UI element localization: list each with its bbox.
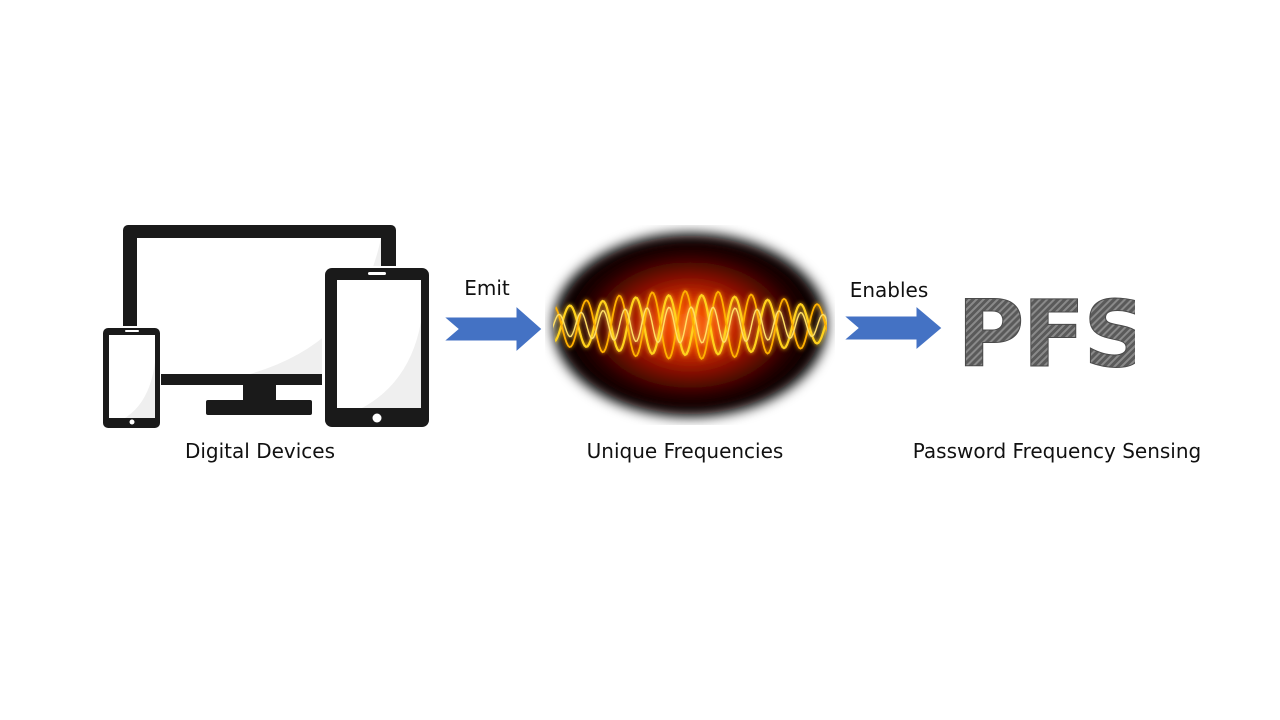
emit-arrow [442,304,543,354]
frequency-wave-icon [553,289,827,360]
password-frequency-sensing-caption: Password Frequency Sensing [912,439,1202,463]
pfs-wordmark: PFS [957,281,1136,389]
emit-label: Emit [464,276,510,300]
unique-frequencies-caption: Unique Frequencies [586,439,784,463]
enables-arrow [842,304,943,352]
pfs-text: PFS [957,281,1135,388]
digital-devices-caption: Digital Devices [184,439,336,463]
tablet-icon [322,266,430,428]
digital-devices-illustration [101,225,430,429]
smartphone-icon [101,326,161,429]
enables-label: Enables [849,278,929,302]
unique-frequencies-illustration [553,233,827,417]
